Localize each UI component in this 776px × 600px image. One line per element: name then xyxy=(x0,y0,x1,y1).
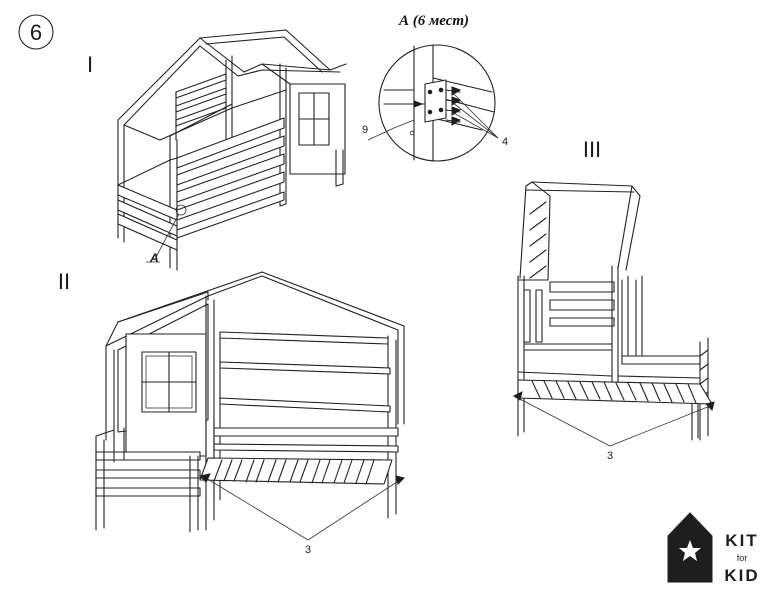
part-4-label: 4 xyxy=(502,136,508,148)
view-1-drawing: A xyxy=(117,29,347,271)
view-1-label: I xyxy=(87,52,93,77)
part-9-label: 9 xyxy=(362,124,368,136)
logo-line-2: for xyxy=(737,553,748,563)
detail-a: А (6 мест) xyxy=(362,13,508,162)
view-3-label: III xyxy=(583,137,601,162)
detail-title: А (6 мест) xyxy=(398,13,469,29)
logo-line-3: KID xyxy=(724,566,759,585)
view-2-label: II xyxy=(58,269,70,294)
logo-line-1: KIT xyxy=(725,531,758,550)
part-3-label-view2: 3 xyxy=(305,544,311,556)
part-3-label-view3: 3 xyxy=(607,450,613,462)
step-number: 6 xyxy=(30,20,42,45)
detail-reference-label: A xyxy=(149,251,159,265)
view-3-drawing: 3 xyxy=(513,181,715,462)
view-2-drawing: 3 xyxy=(95,271,405,556)
kit-for-kid-logo: KIT for KID xyxy=(667,512,759,585)
step-badge: 6 xyxy=(18,14,54,50)
